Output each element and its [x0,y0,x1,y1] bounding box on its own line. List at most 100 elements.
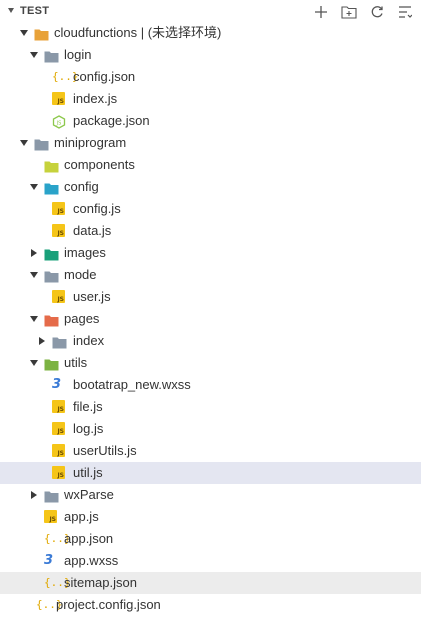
tree-item-label: config.json [73,69,136,84]
json-file-icon: {..} [44,576,71,589]
tree-file[interactable]: JS package.json [0,110,421,132]
tree-item-label: images [64,245,106,260]
tree-item-icon [44,488,59,503]
chevron-down-icon[interactable] [8,8,14,13]
node-package-icon: JS [52,115,66,129]
folder-icon [44,271,59,283]
tree-item-label: miniprogram [54,135,127,150]
tree-file[interactable]: {..}sitemap.json [0,572,421,594]
tree-item-label: file.js [73,399,103,414]
tree-folder[interactable]: wxParse [0,484,421,506]
tree-item-label: data.js [73,223,112,238]
tree-item-label: userUtils.js [73,443,137,458]
tree-file[interactable]: JS config.js [0,198,421,220]
tree-folder[interactable]: cloudfunctions | (未选择环境) [0,22,421,44]
tree-file[interactable]: {..}app.json [0,528,421,550]
folder-images-icon [44,249,59,261]
tree-item-label: user.js [73,289,111,304]
js-file-icon: JS [52,224,65,237]
tree-folder[interactable]: miniprogram [0,132,421,154]
tree-item-label: package.json [73,113,150,128]
tree-item-icon: 3 [44,554,59,568]
tree-folder[interactable]: images [0,242,421,264]
file-tree: cloudfunctions | (未选择环境)login{..}config.… [0,22,421,616]
js-file-icon: JS [52,290,65,303]
tree-folder[interactable]: index [0,330,421,352]
js-file-icon: JS [44,510,57,523]
tree-item-icon [44,312,59,327]
tree-folder[interactable]: login [0,44,421,66]
tree-item-icon [52,334,67,349]
tree-file[interactable]: JS user.js [0,286,421,308]
tree-item-icon [34,136,49,151]
js-file-icon: JS [52,422,65,435]
tree-folder[interactable]: pages [0,308,421,330]
chevron-right-icon[interactable] [39,337,45,345]
tree-file[interactable]: {..}project.config.json [0,594,421,616]
chevron-down-icon[interactable] [30,360,38,366]
scrollbar[interactable] [421,0,448,624]
tree-item-icon [44,356,59,371]
tree-item-label: app.json [64,531,114,546]
tree-file[interactable]: {..}config.json [0,66,421,88]
tree-item-icon: {..} [36,598,63,612]
new-file-button[interactable] [312,3,330,21]
tree-item-label: project.config.json [56,597,161,612]
tree-item-icon: 3 [52,378,67,392]
folder-config-icon [44,183,59,195]
folder-icon [52,337,67,349]
tree-item-icon: JS [52,202,67,216]
chevron-down-icon[interactable] [30,52,38,58]
tree-item-icon: JS [52,92,67,106]
tree-file[interactable]: JS index.js [0,88,421,110]
js-file-icon: JS [52,400,65,413]
new-folder-button[interactable] [340,3,358,21]
tree-file[interactable]: JS data.js [0,220,421,242]
chevron-down-icon[interactable] [30,272,38,278]
tree-folder[interactable]: config [0,176,421,198]
tree-item-icon: {..} [44,532,71,546]
tree-folder[interactable]: components [0,154,421,176]
tree-item-label: login [64,47,92,62]
json-file-icon: {..} [44,532,71,545]
folder-components-icon [44,161,59,173]
explorer-title: TEST [20,5,50,17]
chevron-down-icon[interactable] [30,184,38,190]
collapse-all-icon [399,6,412,18]
tree-item-icon: {..} [44,576,71,590]
tree-item-label: mode [64,267,97,282]
refresh-icon [371,6,383,18]
new-folder-icon [341,6,357,19]
tree-folder[interactable]: mode [0,264,421,286]
js-file-icon: JS [52,92,65,105]
folder-icon [44,491,59,503]
folder-pages-icon [44,315,59,327]
tree-file[interactable]: JS file.js [0,396,421,418]
tree-item-label: config [64,179,99,194]
tree-item-label: config.js [73,201,121,216]
tree-item-icon: JS [52,224,67,238]
chevron-right-icon[interactable] [31,249,37,257]
json-file-icon: {..} [36,598,63,611]
tree-item-label: sitemap.json [64,575,137,590]
refresh-button[interactable] [368,3,386,21]
js-file-icon: JS [52,202,65,215]
tree-item-label: index.js [73,91,118,106]
collapse-all-button[interactable] [396,3,414,21]
chevron-down-icon[interactable] [30,316,38,322]
json-file-icon: {..} [52,70,79,83]
tree-item-icon: JS [52,290,67,304]
tree-item-label: utils [64,355,88,370]
folder-utils-icon [44,359,59,371]
chevron-right-icon[interactable] [31,491,37,499]
tree-folder[interactable]: utils [0,352,421,374]
chevron-down-icon[interactable] [20,140,28,146]
chevron-down-icon[interactable] [20,30,28,36]
tree-item-label: util.js [73,465,103,480]
